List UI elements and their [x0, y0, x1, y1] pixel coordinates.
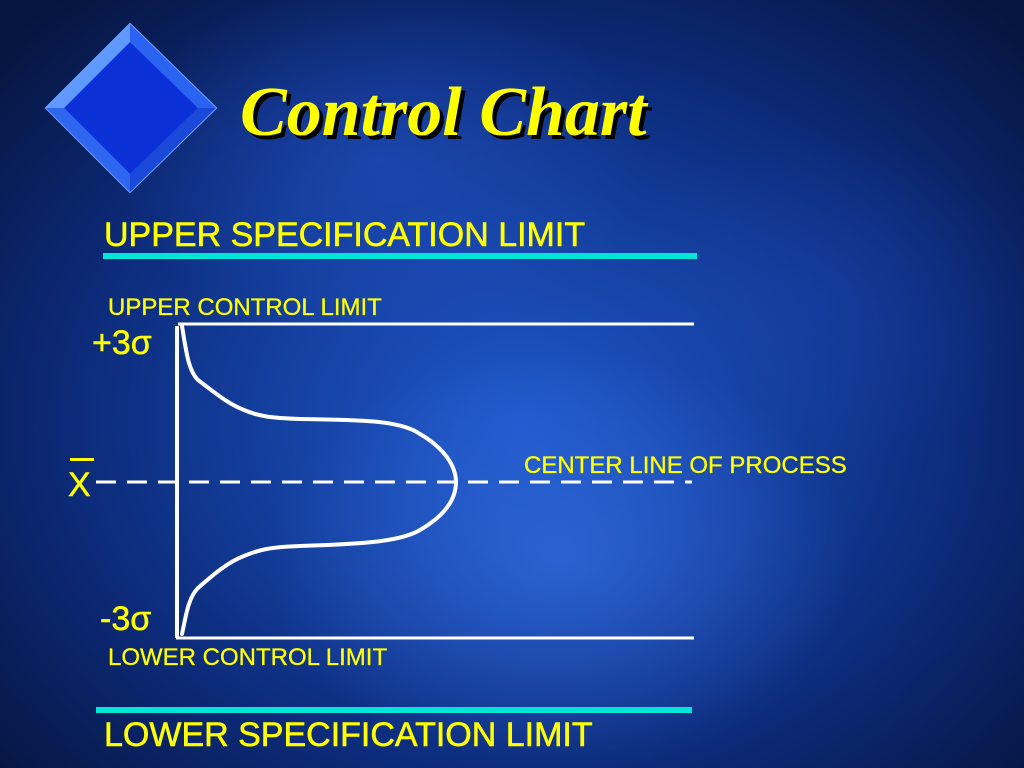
- plus-three-sigma-label: +3σ: [92, 324, 152, 362]
- distribution-curve: [180, 324, 458, 636]
- lower-spec-limit-label: LOWER SPECIFICATION LIMIT: [104, 716, 593, 754]
- lower-control-limit-label: LOWER CONTROL LIMIT: [108, 644, 388, 671]
- center-line-label: CENTER LINE OF PROCESS: [524, 452, 847, 479]
- x-bar-overline: [70, 458, 94, 461]
- slide-title: Control Chart: [240, 74, 647, 151]
- upper-spec-line: [103, 253, 697, 259]
- diamond-bullet-icon: [44, 22, 218, 194]
- mean-symbol-label: X: [68, 466, 91, 504]
- minus-three-sigma-label: -3σ: [100, 600, 152, 638]
- lower-spec-line: [96, 707, 692, 713]
- upper-spec-limit-label: UPPER SPECIFICATION LIMIT: [104, 216, 586, 254]
- upper-control-limit-label: UPPER CONTROL LIMIT: [108, 294, 382, 321]
